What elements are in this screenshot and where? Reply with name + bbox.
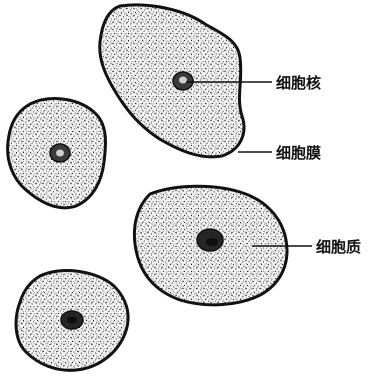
label-membrane: 细胞膜 (276, 144, 321, 162)
label-cytoplasm: 细胞质 (316, 238, 361, 256)
cell-bottom (16, 271, 128, 371)
label-nucleus: 细胞核 (276, 74, 321, 92)
cell-top (100, 5, 244, 157)
cell-left (8, 99, 106, 208)
